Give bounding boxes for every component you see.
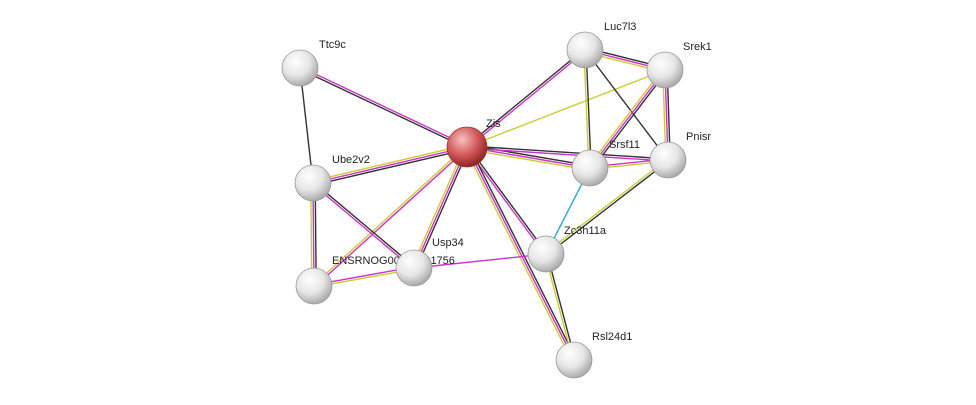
edge-zis-srek1 <box>466 69 666 148</box>
edge-line-yellow <box>464 147 573 362</box>
node-ttc9c[interactable]: Ttc9c <box>281 39 346 87</box>
edge-zis-ensrnog00000001756 <box>312 145 469 288</box>
edge-line-magenta <box>466 146 591 169</box>
node-zc3h11a[interactable]: Zc3h11a <box>527 225 607 273</box>
node-circle[interactable] <box>294 164 332 202</box>
edges-layer <box>299 47 671 362</box>
node-circle[interactable] <box>446 126 488 168</box>
edge-line-black <box>584 49 669 161</box>
edge-usp34-zc3h11a <box>413 253 547 269</box>
node-circle[interactable] <box>281 49 319 87</box>
edge-line-black <box>313 148 468 186</box>
edge-line-magenta <box>467 50 587 149</box>
node-label: Srsf11 <box>609 139 640 151</box>
edge-zis-srsf11 <box>466 144 591 171</box>
node-rsl24d1[interactable]: Rsl24d1 <box>555 331 632 379</box>
node-label: Ube2v2 <box>332 154 370 166</box>
edge-line-yellow <box>411 145 466 268</box>
edge-line-magenta <box>413 253 547 269</box>
edge-zis-pnisr <box>466 145 669 162</box>
edge-ube2v2-usp34 <box>311 181 416 270</box>
edge-zis-luc7l3 <box>465 48 587 149</box>
node-ube2v2[interactable]: Ube2v2 <box>294 154 370 202</box>
edge-line-magenta <box>311 183 414 270</box>
edge-line-magenta <box>589 69 666 169</box>
node-circle[interactable] <box>527 235 565 273</box>
node-pnisr[interactable]: Pnisr <box>649 131 711 179</box>
edge-line-yellow <box>466 69 666 148</box>
node-circle[interactable] <box>566 31 604 69</box>
edge-line-black <box>299 68 467 149</box>
node-circle[interactable] <box>571 149 609 187</box>
edge-line-black <box>415 147 470 270</box>
node-label: ENSRNOG00000001756 <box>332 255 455 267</box>
node-circle[interactable] <box>395 249 433 287</box>
edge-line-magenta <box>312 146 468 184</box>
edge-line-black <box>467 145 548 254</box>
node-luc7l3[interactable]: Luc7l3 <box>566 21 636 69</box>
node-srek1[interactable]: Srek1 <box>646 41 712 89</box>
node-label: Pnisr <box>686 131 711 143</box>
edge-line-black <box>585 49 592 168</box>
edge-line-magenta <box>314 147 469 288</box>
node-circle[interactable] <box>295 267 333 305</box>
node-circle[interactable] <box>649 141 687 179</box>
edge-line-black <box>546 160 670 256</box>
edge-zis-rsl24d1 <box>464 145 577 362</box>
node-usp34[interactable]: Usp34 <box>395 237 464 287</box>
edge-line-black <box>299 67 314 184</box>
edge-line-black <box>467 144 591 167</box>
edge-zis-ube2v2 <box>312 144 468 186</box>
edge-line-yellow <box>587 68 664 168</box>
edge-line-yellow <box>312 144 467 182</box>
edge-line-black <box>468 145 577 360</box>
node-label: Rsl24d1 <box>592 331 632 343</box>
edge-line-black <box>467 145 669 160</box>
node-label: Usp34 <box>432 237 464 249</box>
edge-line-magenta <box>466 147 668 162</box>
edge-luc7l3-srsf11 <box>583 49 592 169</box>
edge-line-black <box>313 181 416 268</box>
edge-line-yellow <box>583 50 590 169</box>
node-circle[interactable] <box>646 51 684 89</box>
edge-zis-usp34 <box>411 145 470 270</box>
edge-line-magenta <box>300 66 468 147</box>
node-circle[interactable] <box>555 341 593 379</box>
edge-line-magenta <box>466 146 575 361</box>
edge-line-black <box>591 70 668 170</box>
edge-pnisr-zc3h11a <box>544 158 670 256</box>
edge-srek1-srsf11 <box>587 68 668 170</box>
node-srsf11[interactable]: Srsf11 <box>571 139 640 187</box>
edge-line-yellow <box>312 145 467 286</box>
edge-luc7l3-pnisr <box>584 49 669 161</box>
edge-line-yellow <box>544 158 668 254</box>
edge-line-magenta <box>413 146 468 269</box>
edge-line-black <box>465 48 585 147</box>
node-label: Zis <box>486 118 501 130</box>
node-label: Luc7l3 <box>604 21 636 33</box>
node-label: Zc3h11a <box>564 225 607 237</box>
node-label: Srek1 <box>683 41 712 53</box>
node-zis[interactable]: Zis <box>446 118 501 168</box>
node-label: Ttc9c <box>319 39 346 51</box>
edge-ttc9c-ube2v2 <box>299 67 314 184</box>
edge-zis-ttc9c <box>299 66 468 149</box>
edge-line-yellow <box>466 148 590 171</box>
